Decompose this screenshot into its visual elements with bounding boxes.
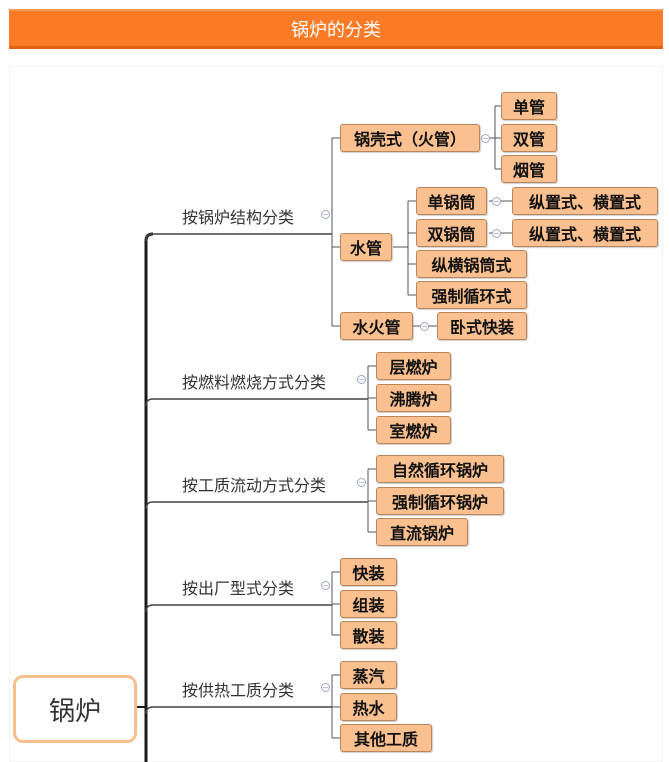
node-assembled[interactable]: 组装 bbox=[340, 590, 397, 618]
collapse-icon[interactable]: − bbox=[492, 229, 501, 238]
node-hot-water[interactable]: 热水 bbox=[340, 693, 397, 721]
collapse-icon[interactable]: − bbox=[492, 197, 501, 206]
factory-branches bbox=[331, 571, 340, 636]
collapse-icon[interactable]: − bbox=[357, 375, 366, 384]
node-shell-fire-tube[interactable]: 锅壳式（火管） bbox=[340, 124, 480, 152]
collapse-icon[interactable]: − bbox=[481, 134, 490, 143]
collapse-icon[interactable]: − bbox=[321, 210, 330, 219]
node-double-drum-layout[interactable]: 纵置式、横置式 bbox=[512, 219, 658, 247]
fuel-branches bbox=[367, 365, 376, 431]
category-heat-label: 按供热工质分类 bbox=[182, 681, 295, 700]
node-fluidized-bed[interactable]: 沸腾炉 bbox=[376, 384, 451, 412]
node-forced-circulation-boiler[interactable]: 强制循环锅炉 bbox=[376, 487, 504, 515]
node-once-through-boiler[interactable]: 直流锅炉 bbox=[376, 518, 468, 546]
collapse-icon[interactable]: − bbox=[321, 581, 330, 590]
node-single-drum[interactable]: 单锅筒 bbox=[416, 187, 487, 215]
node-single-drum-layout[interactable]: 纵置式、横置式 bbox=[512, 187, 658, 215]
page-title: 锅炉的分类 bbox=[291, 19, 381, 41]
node-double-tube[interactable]: 双管 bbox=[501, 124, 557, 152]
node-other-medium[interactable]: 其他工质 bbox=[340, 724, 432, 752]
category-branches bbox=[145, 233, 368, 715]
collapse-icon[interactable]: − bbox=[420, 322, 429, 331]
node-forced-circulation[interactable]: 强制循环式 bbox=[416, 281, 527, 309]
flow-branches bbox=[367, 468, 376, 533]
category-factory-label: 按出厂型式分类 bbox=[182, 579, 295, 598]
trunk-line bbox=[144, 232, 154, 762]
node-smoke-tube[interactable]: 烟管 bbox=[501, 155, 557, 183]
node-water-tube[interactable]: 水管 bbox=[340, 233, 392, 261]
collapse-icon[interactable]: − bbox=[321, 683, 330, 692]
node-vertical-horizontal-drum[interactable]: 纵横锅筒式 bbox=[416, 250, 527, 278]
root-label: 锅炉 bbox=[48, 696, 101, 727]
node-packaged[interactable]: 快装 bbox=[340, 558, 397, 586]
node-single-tube[interactable]: 单管 bbox=[501, 92, 557, 120]
node-water-fire-tube[interactable]: 水火管 bbox=[340, 312, 413, 340]
node-field-erected[interactable]: 散装 bbox=[340, 621, 397, 649]
category-structure-label: 按锅炉结构分类 bbox=[182, 208, 295, 227]
title-bar: 锅炉的分类 bbox=[9, 9, 663, 49]
node-chamber-burning[interactable]: 室燃炉 bbox=[376, 416, 451, 444]
node-layer-burning[interactable]: 层燃炉 bbox=[376, 352, 451, 380]
root-node[interactable]: 锅炉 bbox=[13, 675, 137, 743]
node-natural-circulation-boiler[interactable]: 自然循环锅炉 bbox=[376, 455, 504, 483]
category-flow-label: 按工质流动方式分类 bbox=[182, 476, 327, 495]
node-steam[interactable]: 蒸汽 bbox=[340, 661, 397, 689]
node-horizontal-packaged[interactable]: 卧式快装 bbox=[437, 312, 527, 340]
collapse-icon[interactable]: − bbox=[357, 478, 366, 487]
heat-branches bbox=[331, 674, 340, 739]
category-fuel-label: 按燃料燃烧方式分类 bbox=[182, 373, 327, 392]
node-double-drum[interactable]: 双锅筒 bbox=[416, 219, 487, 247]
